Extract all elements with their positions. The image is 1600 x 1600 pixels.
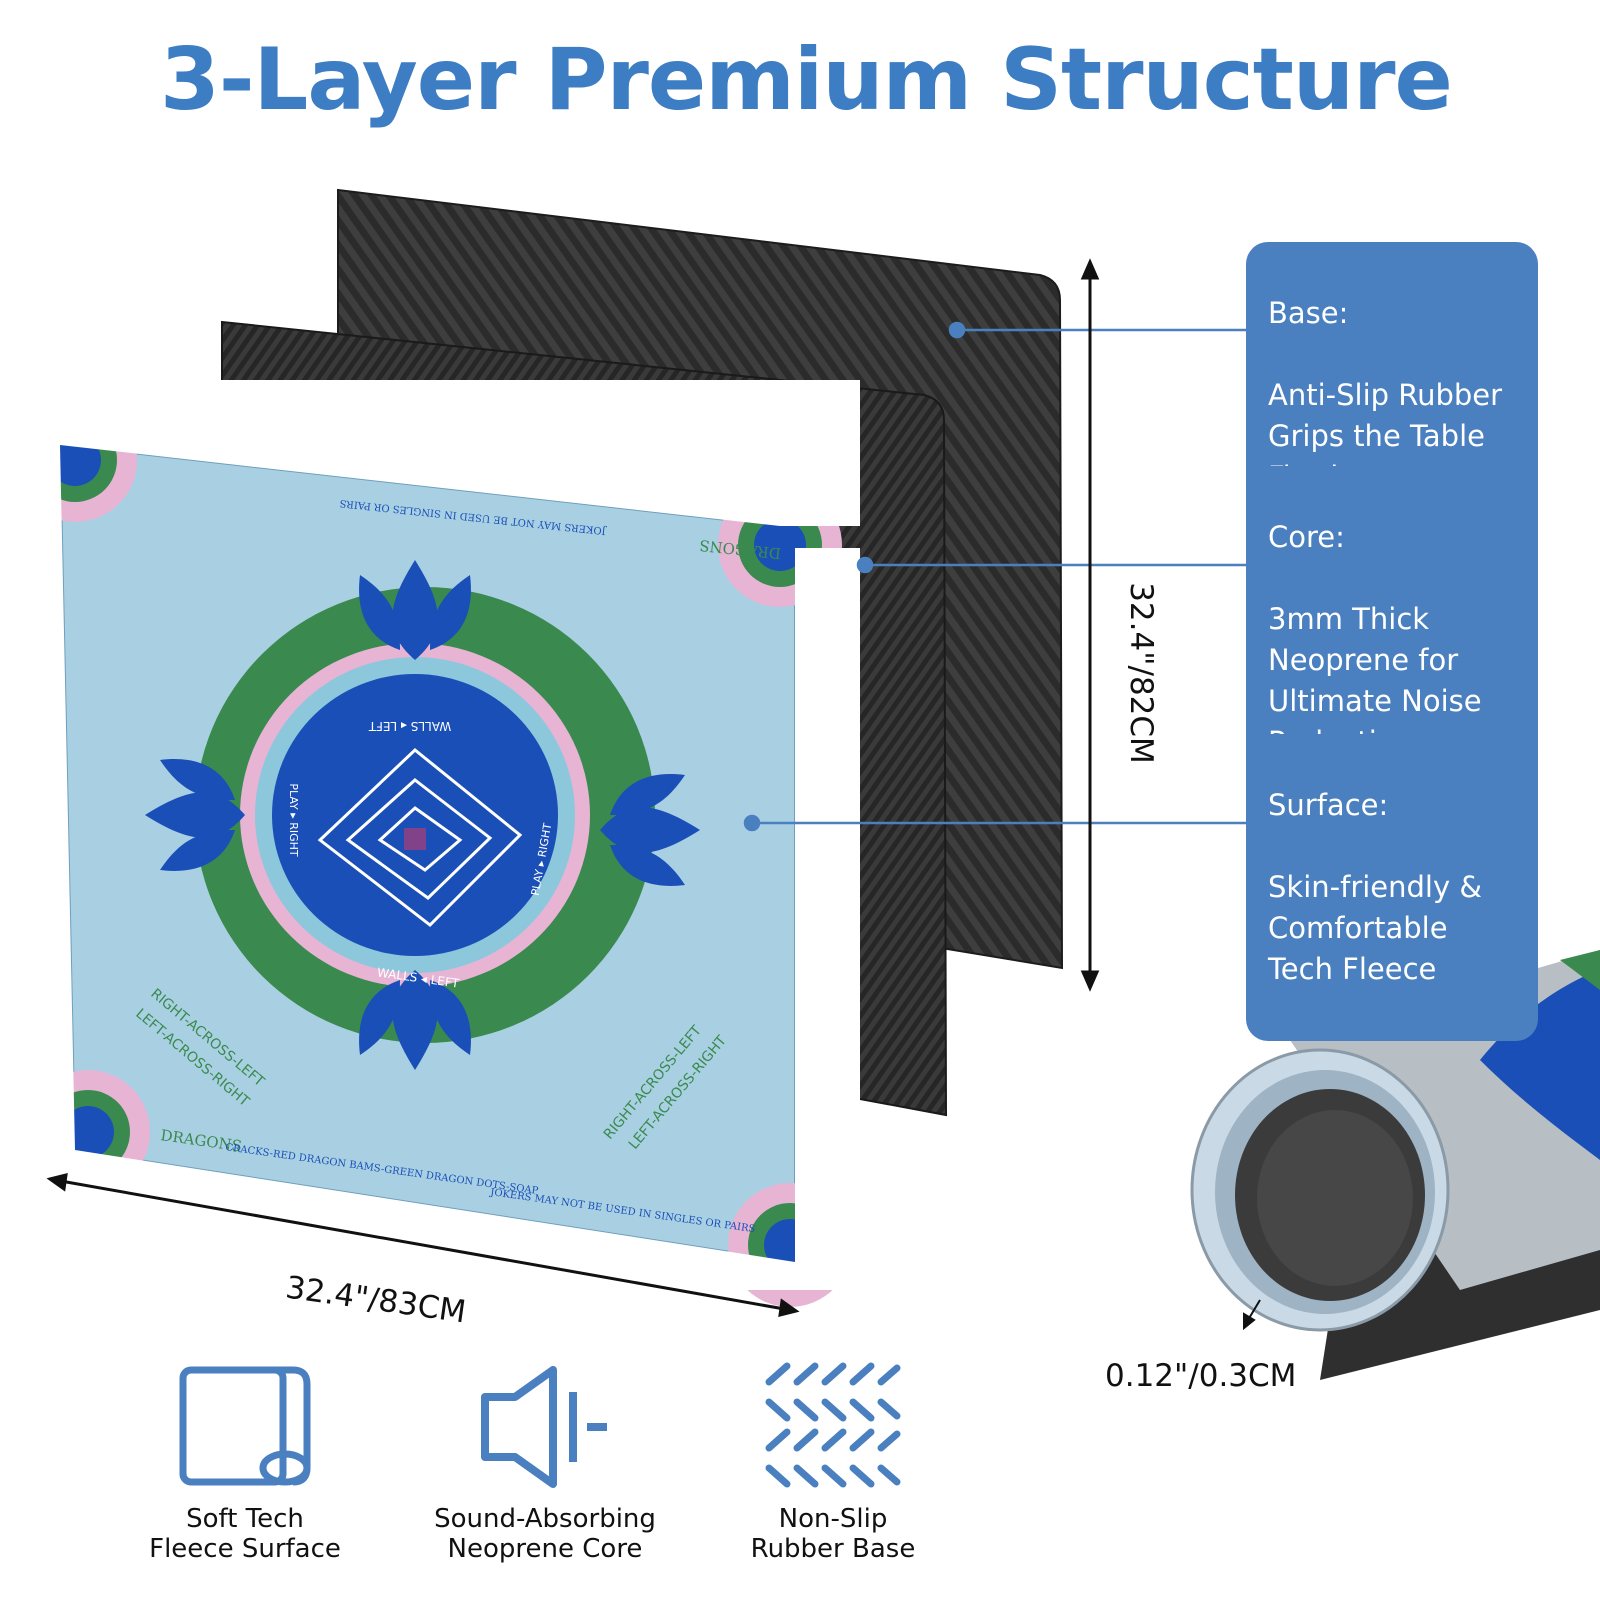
- height-dimension-arrow: [1080, 258, 1100, 992]
- width-dimension-arrow: [46, 1173, 800, 1317]
- thickness-dimension-arrow: [1243, 1299, 1261, 1331]
- surface-layer: WALLS ◂ LEFT WALLS ◂ LEFT PLAY ▸ RIGHT P…: [0, 380, 860, 1307]
- feature-neoprene: Sound-Absorbing Neoprene Core: [405, 1362, 685, 1564]
- callout-surface-text: Skin-friendly & Comfortable Tech Fleece: [1268, 870, 1482, 986]
- feature-fleece-label: Soft Tech Fleece Surface: [149, 1504, 341, 1564]
- page-title: 3-Layer Premium Structure: [160, 30, 1453, 130]
- callout-surface-heading: Surface:: [1268, 788, 1389, 822]
- mat-walls-left-top: WALLS ◂ LEFT: [368, 719, 451, 733]
- height-dimension-label: 32.4"/82CM: [1122, 582, 1159, 764]
- fleece-roll-icon: [179, 1366, 311, 1486]
- callout-base-text: Anti-Slip Rubber Grips the Table Firmly: [1268, 378, 1503, 494]
- feature-fleece: Soft Tech Fleece Surface: [105, 1362, 385, 1564]
- tile-diamond: [317, 748, 523, 927]
- thickness-dimension-label: 0.12"/0.3CM: [1105, 1358, 1297, 1394]
- feature-neoprene-label: Sound-Absorbing Neoprene Core: [434, 1504, 656, 1564]
- callout-connectors: [743, 321, 1246, 832]
- callout-core-heading: Core:: [1268, 520, 1345, 554]
- feature-rubber-label: Non-Slip Rubber Base: [750, 1504, 916, 1564]
- feature-rubber: Non-Slip Rubber Base: [693, 1362, 973, 1564]
- lotus-decoration: [145, 560, 700, 1070]
- grip-pattern-icon: [765, 1362, 901, 1488]
- callout-base-heading: Base:: [1268, 296, 1349, 330]
- mat-play-right-left: PLAY ▸ RIGHT: [287, 783, 300, 857]
- speaker-icon: [481, 1366, 607, 1488]
- rolled-mat: [1190, 950, 1600, 1380]
- callout-surface: Surface: Skin-friendly & Comfortable Tec…: [1246, 734, 1538, 1041]
